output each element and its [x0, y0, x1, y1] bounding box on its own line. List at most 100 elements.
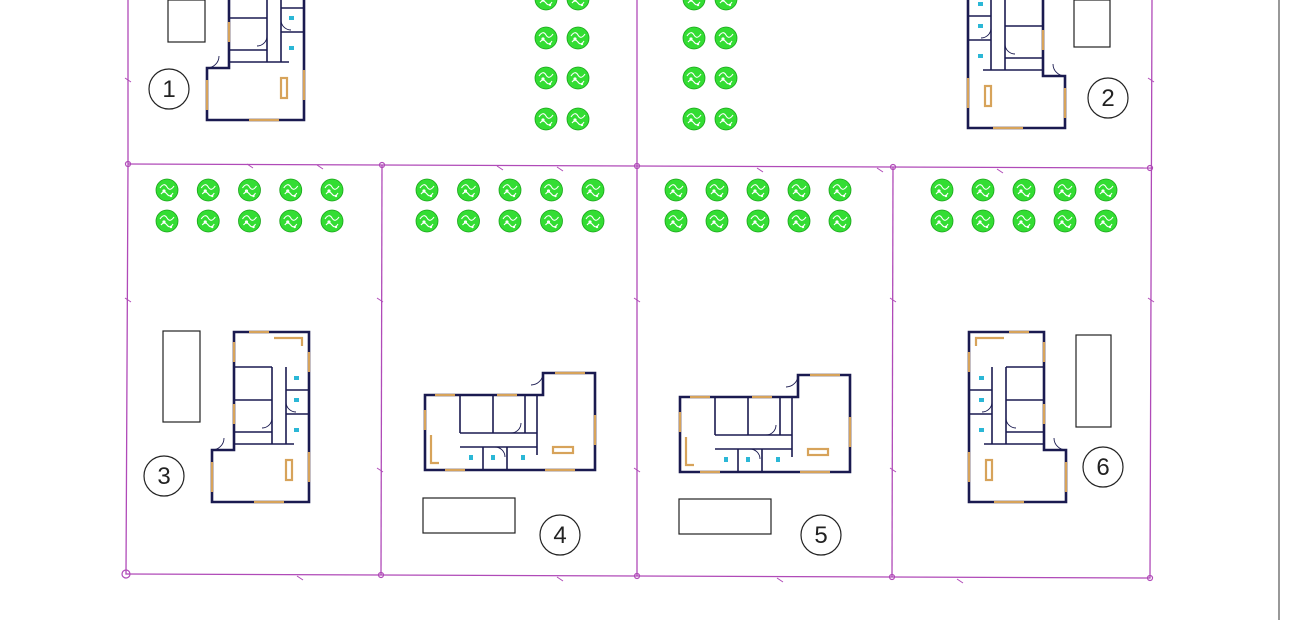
tree-icon — [1094, 209, 1118, 233]
tree-icon — [238, 178, 261, 202]
tree-icon — [682, 66, 706, 90]
tree-icon — [534, 107, 558, 131]
lot-number-circle — [143, 455, 185, 497]
fixture-icon — [289, 46, 294, 50]
lot-number: 6 — [1096, 454, 1109, 481]
tree-icon — [787, 178, 811, 202]
fixture-icon — [289, 16, 294, 20]
tree-icon — [971, 209, 995, 233]
fixture-icon — [469, 455, 473, 460]
fixture-icon — [491, 455, 495, 460]
tree-icon — [705, 209, 729, 233]
tree-icon — [705, 178, 729, 202]
parking-slab — [162, 330, 201, 423]
fixture-icon — [978, 54, 983, 58]
tree-icon — [534, 26, 558, 50]
tree-icon — [714, 26, 738, 50]
tree-icon — [534, 66, 558, 90]
survey-point — [377, 571, 385, 579]
tree-icon — [1053, 209, 1077, 233]
house-floorplan — [966, 0, 1067, 130]
tree-icon — [279, 178, 303, 202]
lot-number-circle — [1082, 446, 1124, 488]
tree-icon — [746, 178, 770, 202]
tree-icon — [457, 178, 480, 202]
tree-icon — [971, 178, 995, 202]
tree-icon — [155, 178, 179, 202]
fixture-icon — [294, 376, 299, 380]
boundary-ticks — [124, 77, 1155, 584]
lot-label-6: 6 — [1082, 446, 1124, 488]
fixture-icon — [979, 428, 984, 432]
fixture-icon — [521, 455, 525, 460]
tree-icon — [682, 107, 706, 131]
houses — [205, 0, 1068, 504]
lot-number: 1 — [162, 76, 175, 103]
tree-icon — [498, 178, 522, 202]
fixture-icon — [294, 398, 299, 402]
tree-icon — [566, 107, 590, 131]
lot-number: 5 — [814, 522, 827, 549]
fixture-icon — [978, 24, 983, 28]
fixture-icon — [978, 2, 983, 6]
tree-icon — [1053, 178, 1077, 202]
house-floorplan — [423, 371, 597, 472]
tree-icon — [196, 209, 220, 233]
tree-icon — [828, 209, 852, 233]
tree-icon — [498, 209, 522, 233]
tree-icon — [320, 209, 344, 233]
tree-icon — [566, 0, 590, 11]
tree-icon — [664, 209, 688, 233]
tree-icon — [746, 209, 770, 233]
tree-icon — [828, 178, 852, 202]
house-floorplan — [967, 330, 1068, 504]
tree-icon — [540, 178, 563, 202]
house-floorplan — [205, 0, 306, 122]
survey-point — [121, 569, 131, 579]
fixture-icon — [294, 428, 299, 432]
tree-icon — [196, 178, 220, 202]
fixture-icon — [979, 398, 984, 402]
lot-label-5: 5 — [800, 514, 842, 556]
tree-icon — [1012, 178, 1036, 202]
lot-label-2: 2 — [1087, 77, 1129, 119]
tree-icon — [581, 178, 605, 202]
lot-number-circle — [539, 514, 581, 556]
tree-icon — [714, 0, 738, 11]
tree-icon — [714, 66, 738, 90]
tree-icon — [279, 209, 303, 233]
tree-icon — [415, 178, 439, 202]
survey-points — [121, 160, 1154, 582]
house-floorplan — [678, 373, 852, 474]
lot-divider-5-6 — [891, 166, 894, 578]
parking-slab — [422, 497, 516, 534]
tree-icon — [566, 26, 590, 50]
fixture-icon — [724, 457, 728, 462]
lot-number-circle — [1087, 77, 1129, 119]
lot-number: 4 — [553, 522, 566, 549]
lot-divider-3-4 — [380, 164, 383, 576]
tree-icon — [682, 0, 706, 11]
fixture-icon — [979, 376, 984, 380]
outer-boundary — [125, 0, 1153, 579]
tree-icon — [930, 178, 954, 202]
survey-point — [378, 161, 386, 169]
survey-point — [888, 573, 896, 581]
survey-point — [889, 163, 897, 171]
lot-number: 3 — [157, 463, 170, 490]
tree-icon — [664, 178, 688, 202]
tree-groups — [155, 0, 1118, 233]
survey-point — [633, 572, 641, 580]
tree-icon — [415, 209, 439, 233]
lot-number-circle — [148, 68, 190, 110]
tree-icon — [320, 178, 344, 202]
lot-label-3: 3 — [143, 455, 185, 497]
parking-slabs — [162, 0, 1112, 535]
house-floorplan — [210, 330, 311, 504]
tree-icon — [714, 107, 738, 131]
survey-point — [1146, 574, 1154, 582]
tree-icon — [930, 209, 954, 233]
tree-icon — [787, 209, 811, 233]
tree-icon — [1012, 209, 1036, 233]
